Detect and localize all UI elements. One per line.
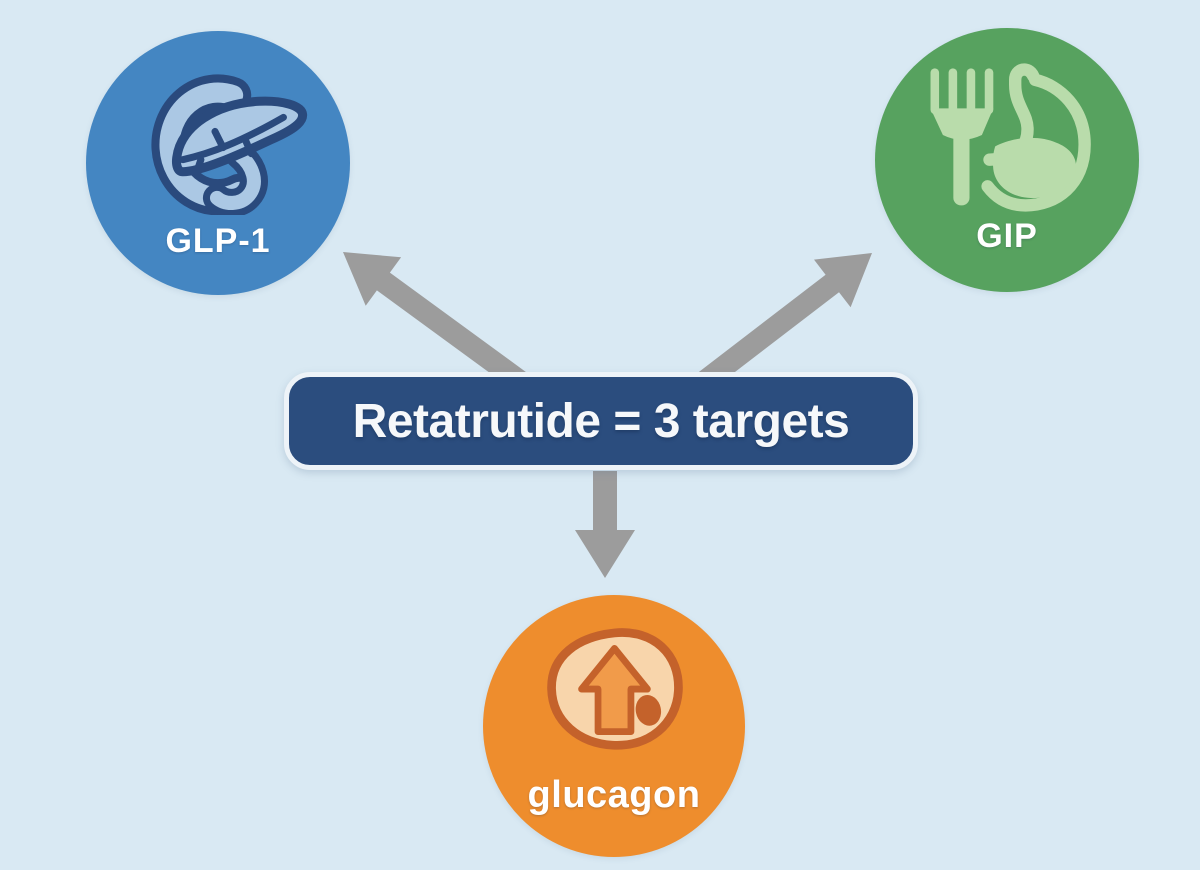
target-circle-glp1: GLP-1 [86, 31, 350, 295]
target-label-glp1: GLP-1 [165, 222, 271, 260]
glucagon-up-arrow-cell-icon [547, 628, 683, 750]
arrow-to-glucagon-icon [575, 471, 635, 578]
pancreas-icon [151, 74, 308, 215]
center-title-box: Retatrutide = 3 targets [284, 372, 918, 470]
target-circle-glucagon: glucagon [483, 595, 745, 857]
target-label-gip: GIP [976, 217, 1038, 255]
target-circle-gip: GIP [875, 28, 1139, 292]
arrow-to-glp1-icon [343, 252, 532, 394]
target-label-glucagon: glucagon [527, 774, 701, 816]
center-title: Retatrutide = 3 targets [352, 394, 850, 448]
arrow-to-gip-icon [693, 253, 872, 394]
fork-stomach-icon [930, 63, 1091, 212]
